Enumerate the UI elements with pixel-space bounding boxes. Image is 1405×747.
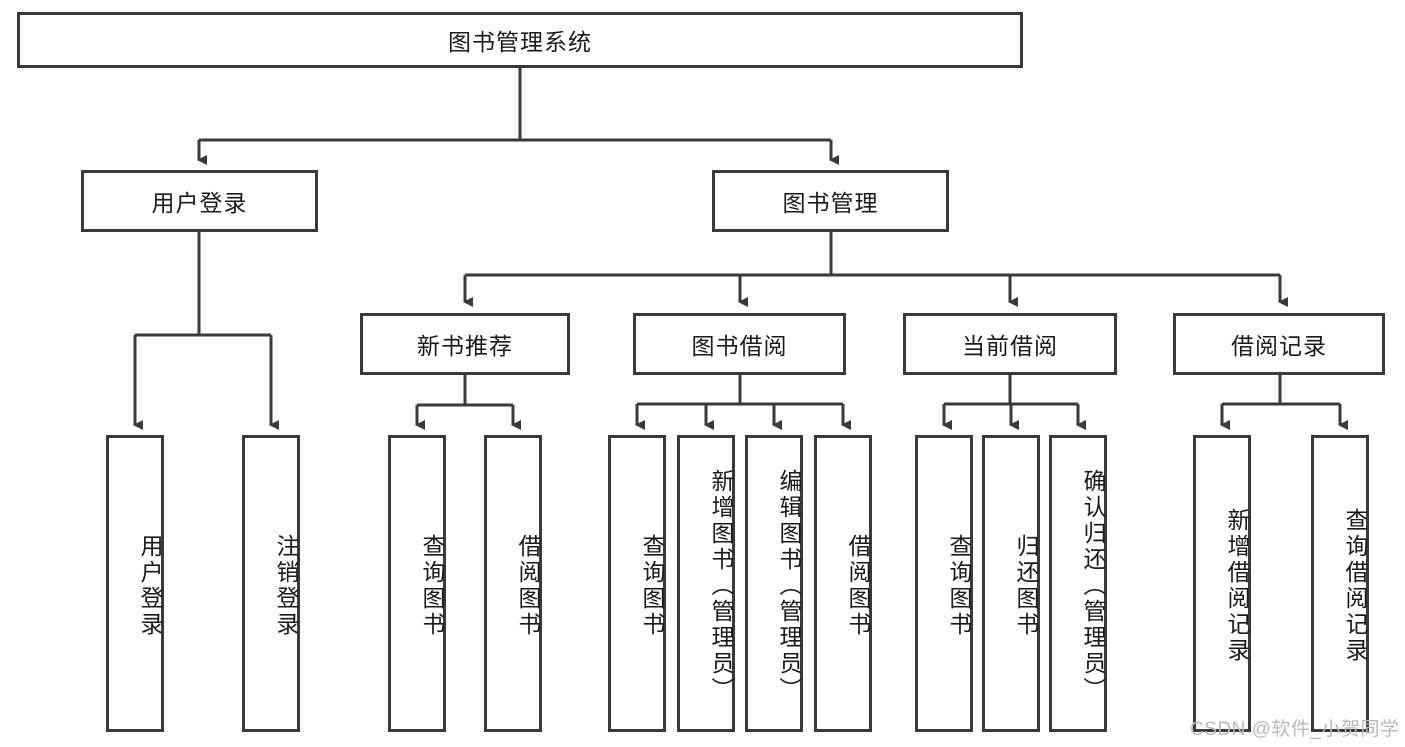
- node-label: 用户登录: [151, 190, 248, 216]
- node-label: 归还图书: [1013, 533, 1039, 638]
- node-label: 编辑图书（管理员）: [776, 468, 802, 703]
- node-leaf-add-book-admin[interactable]: 新增图书（管理员）: [677, 435, 735, 732]
- node-leaf-borrow-book[interactable]: 借阅图书: [814, 435, 872, 732]
- node-leaf-query-book-current[interactable]: 查询图书: [915, 435, 973, 732]
- node-root-library-system[interactable]: 图书管理系统: [17, 12, 1023, 68]
- node-leaf-edit-book-admin[interactable]: 编辑图书（管理员）: [745, 435, 803, 732]
- node-new-book-recommend[interactable]: 新书推荐: [360, 313, 570, 375]
- node-leaf-add-borrow-record[interactable]: 新增借阅记录: [1193, 435, 1251, 732]
- node-label: 借阅记录: [1231, 333, 1327, 359]
- node-leaf-query-borrow-record[interactable]: 查询借阅记录: [1311, 435, 1369, 732]
- node-label: 查询借阅记录: [1342, 507, 1368, 664]
- node-label: 图书管理: [782, 190, 879, 216]
- node-leaf-borrow-book-recommend[interactable]: 借阅图书: [484, 435, 542, 732]
- node-label: 借阅图书: [515, 533, 541, 638]
- node-current-borrow[interactable]: 当前借阅: [903, 313, 1117, 375]
- node-leaf-user-login[interactable]: 用户登录: [106, 435, 164, 732]
- node-label: 新增图书（管理员）: [708, 468, 734, 703]
- node-borrow-record[interactable]: 借阅记录: [1173, 313, 1385, 375]
- node-label: 用户登录: [137, 533, 163, 638]
- node-book-borrow[interactable]: 图书借阅: [633, 313, 846, 375]
- node-label: 查询图书: [946, 533, 972, 638]
- node-leaf-logout[interactable]: 注销登录: [242, 435, 300, 732]
- node-label: 新书推荐: [417, 333, 513, 359]
- node-label: 查询图书: [639, 533, 665, 638]
- node-label: 注销登录: [273, 533, 299, 638]
- node-label: 查询图书: [419, 533, 445, 638]
- node-label: 图书借阅: [691, 333, 788, 359]
- node-label: 新增借阅记录: [1224, 507, 1250, 664]
- node-leaf-query-book-recommend[interactable]: 查询图书: [388, 435, 446, 732]
- node-leaf-query-book-borrow[interactable]: 查询图书: [608, 435, 666, 732]
- node-label: 图书管理系统: [448, 29, 592, 55]
- node-label: 借阅图书: [845, 533, 871, 638]
- node-book-management[interactable]: 图书管理: [712, 170, 949, 232]
- watermark-credit: CSDN @软件_小贺同学: [1190, 719, 1400, 740]
- node-label: 当前借阅: [962, 333, 1058, 359]
- node-leaf-return-book[interactable]: 归还图书: [982, 435, 1040, 732]
- node-leaf-confirm-return-admin[interactable]: 确认归还（管理员）: [1049, 435, 1107, 732]
- node-label: 确认归还（管理员）: [1080, 468, 1106, 703]
- node-user-login[interactable]: 用户登录: [81, 170, 318, 232]
